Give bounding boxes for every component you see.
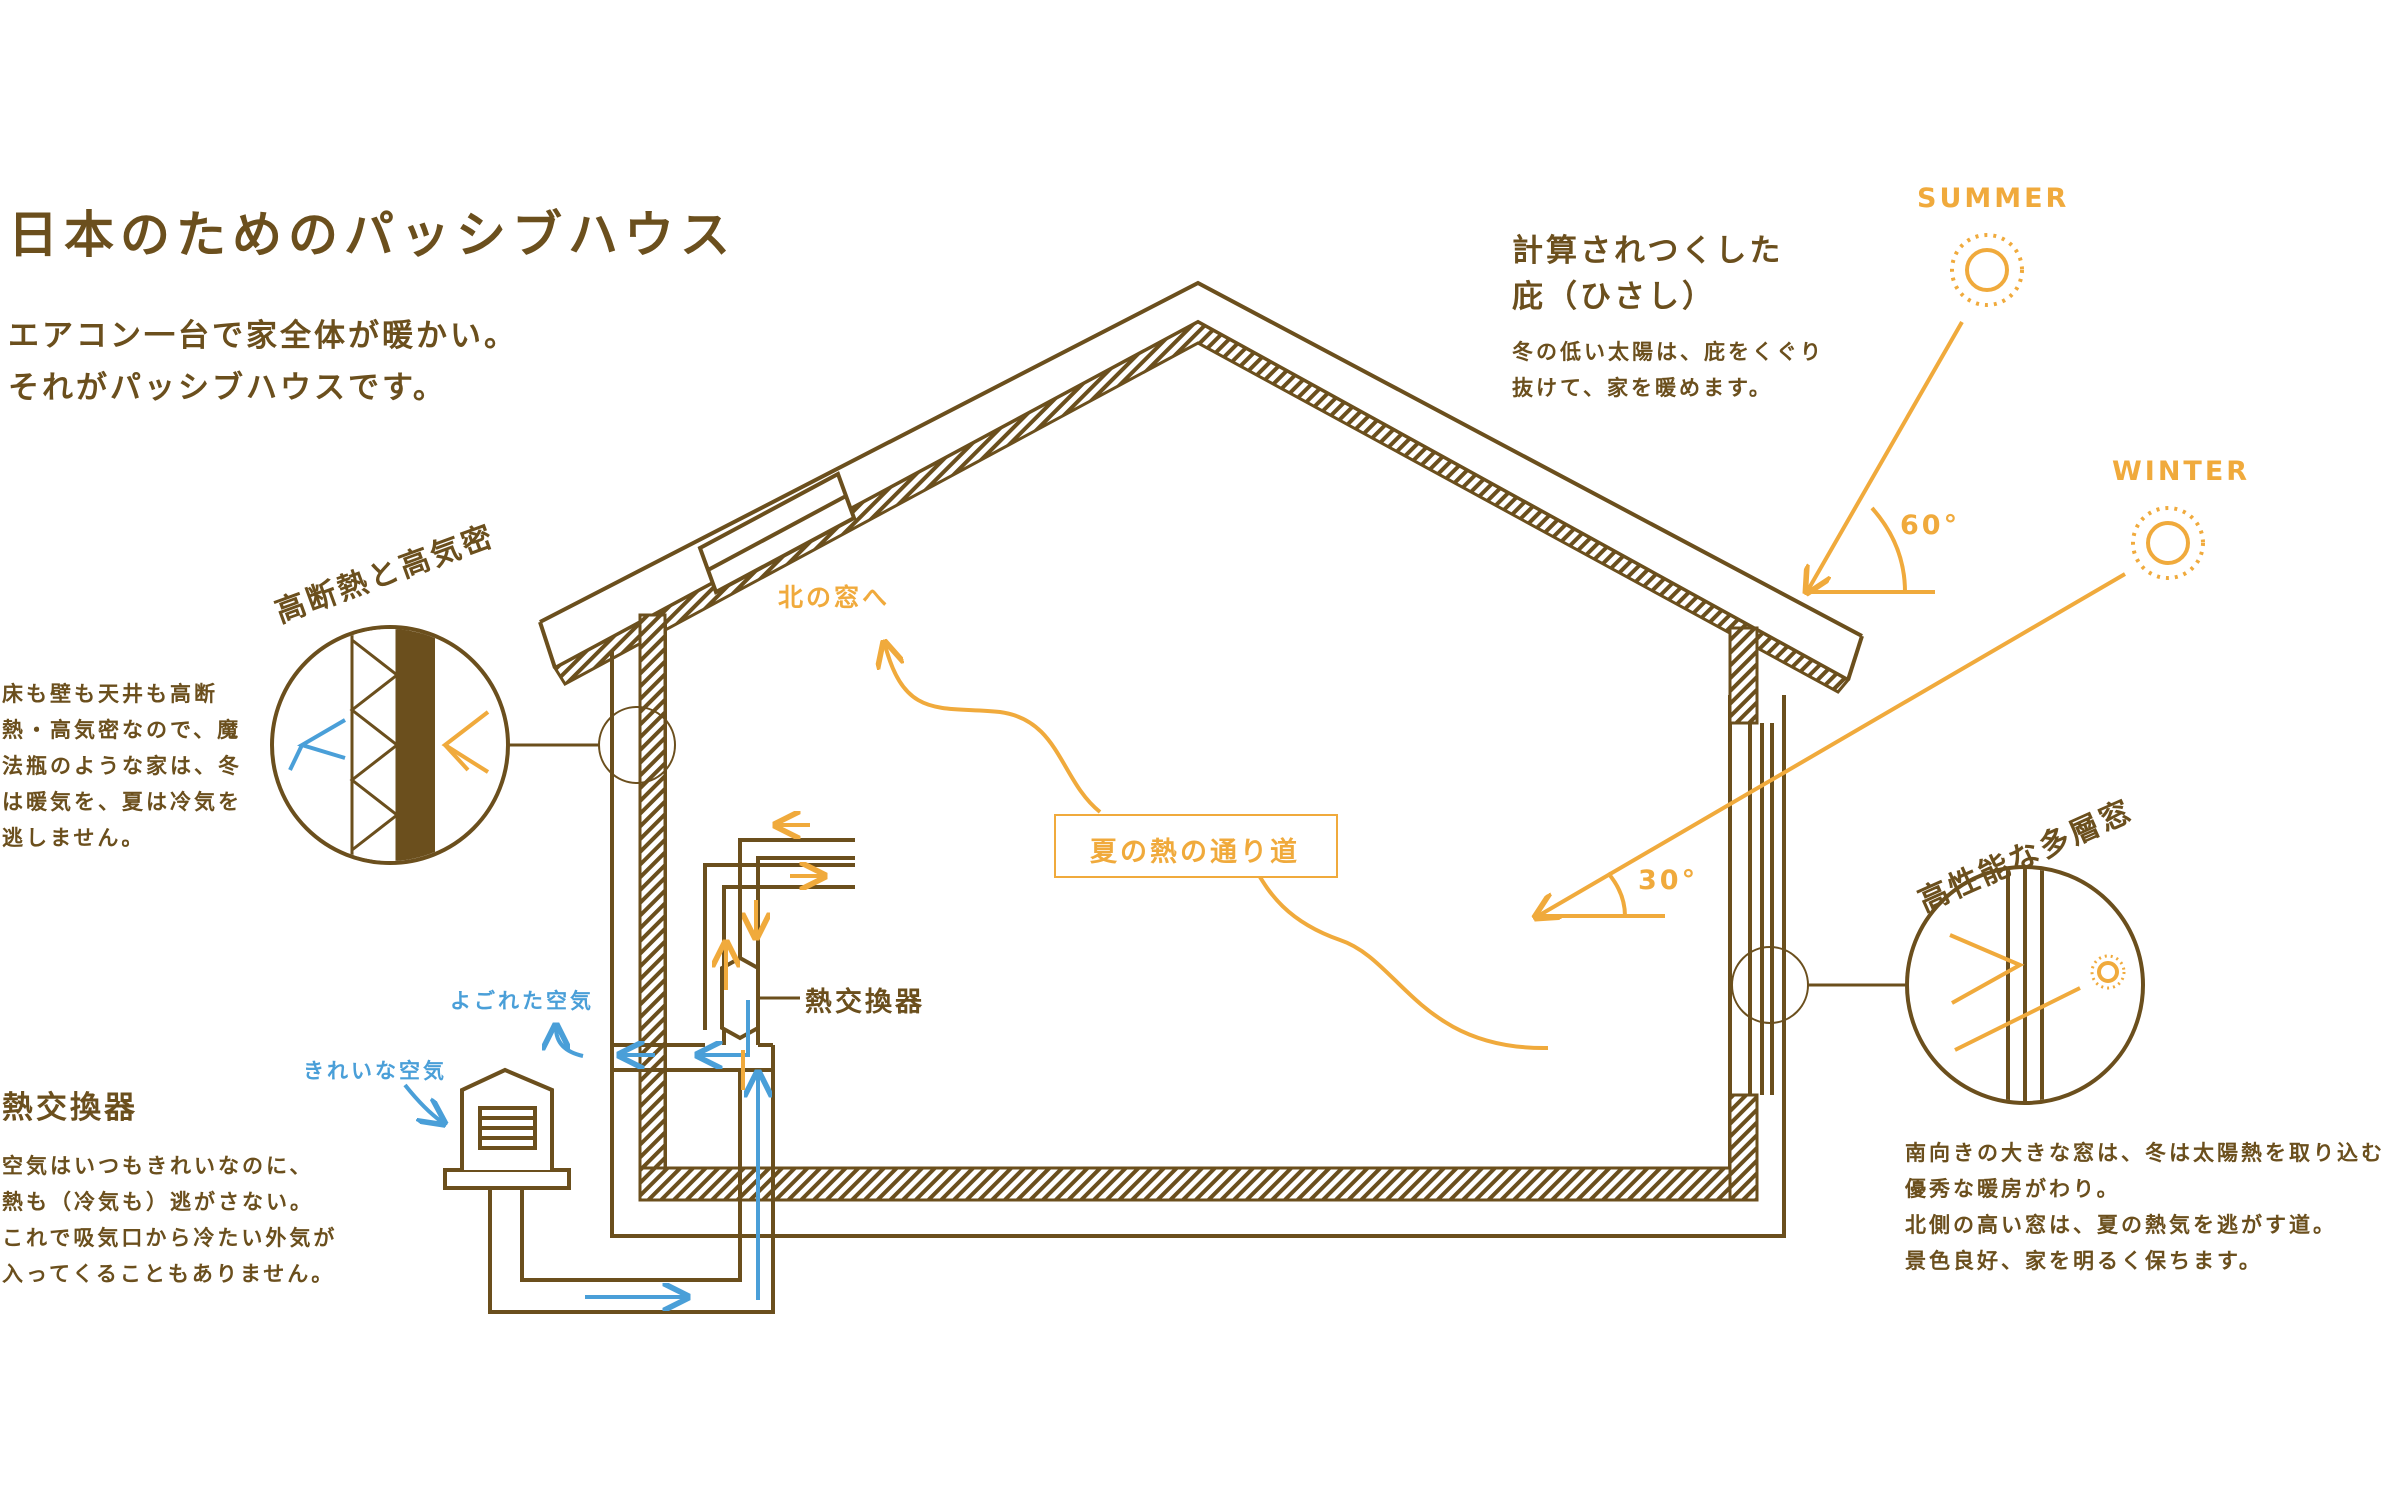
insulation-body-line-4: は暖気を、夏は冷気を — [2, 790, 242, 814]
summer-label: SUMMER — [1917, 183, 2070, 214]
right-wall-insulation-upper — [1728, 626, 1759, 725]
lead-text: エアコン一台で家全体が暖かい。それがパッシブハウスです。 — [8, 310, 518, 414]
floor-insulation — [638, 1166, 1759, 1202]
exchanger-body-line-1: 空気はいつもきれいなのに、 — [2, 1154, 314, 1178]
page-title: 日本のためのパッシブハウス — [8, 206, 736, 264]
exchanger-body: 空気はいつもきれいなのに、熱も（冷気も）逃がさない。これで吸気口から冷たい外気が… — [2, 1148, 337, 1292]
dirty-air-label: よごれた空気 — [450, 989, 594, 1013]
orange-duct-airflow — [726, 825, 822, 1090]
window-body-line-2: 優秀な暖房がわり。 — [1905, 1177, 2121, 1201]
south-window — [1748, 723, 1774, 1095]
window-detail — [1731, 865, 2145, 1105]
insulation-body-line-3: 法瓶のような家は、冬 — [2, 754, 242, 778]
right-wall-insulation-lower — [1728, 1093, 1759, 1202]
window-body-line-3: 北側の高い窓は、夏の熱気を逃がす道。 — [1905, 1213, 2337, 1237]
insulation-body: 床も壁も天井も高断熱・高気密なので、魔法瓶のような家は、冬は暖気を、夏は冷気を逃… — [2, 676, 242, 856]
outdoor-unit — [443, 1067, 571, 1190]
ventilation-ducts — [488, 838, 855, 1314]
lead-line-1: エアコン一台で家全体が暖かい。 — [8, 318, 518, 354]
roof-north-window — [697, 471, 857, 595]
heat-exchanger-label: 熱交換器 — [805, 987, 925, 1018]
eaves-body-line-1: 冬の低い太陽は、庇をくぐり — [1512, 340, 1824, 364]
clean-air-label: きれいな空気 — [303, 1059, 447, 1083]
eaves-title: 計算されつくした庇（ひさし） — [1512, 228, 1783, 320]
eaves-title-line-1: 計算されつくした — [1512, 233, 1784, 269]
window-body: 南向きの大きな窓は、冬は太陽熱を取り込む優秀な暖房がわり。北側の高い窓は、夏の熱… — [1905, 1135, 2385, 1279]
eaves-body-line-2: 抜けて、家を暖めます。 — [1512, 376, 1773, 400]
roof-insulation — [552, 320, 1851, 694]
eaves-body: 冬の低い太陽は、庇をくぐり抜けて、家を暖めます。 — [1512, 334, 1824, 406]
blue-airflow — [403, 1000, 758, 1300]
exchanger-body-line-4: 入ってくることもありません。 — [2, 1262, 336, 1286]
summer-angle: 60° — [1900, 510, 1961, 541]
window-body-line-4: 景色良好、家を明るく保ちます。 — [1905, 1249, 2263, 1273]
insulation-body-line-1: 床も壁も天井も高断 — [2, 682, 218, 706]
winter-sun-icon — [2131, 506, 2205, 580]
lead-line-2: それがパッシブハウスです。 — [8, 370, 447, 406]
exchanger-body-line-2: 熱も（冷気も）逃がさない。 — [2, 1190, 314, 1214]
insulation-body-line-5: 逃しません。 — [2, 826, 146, 850]
sun-rays — [1538, 321, 2127, 916]
summer-path-label: 夏の熱の通り道 — [1090, 837, 1300, 868]
insulation-detail — [270, 625, 676, 865]
winter-angle: 30° — [1638, 865, 1699, 896]
left-wall-insulation — [638, 613, 667, 1202]
house-walls — [610, 622, 1786, 1238]
north-window-label: 北の窓へ — [778, 583, 891, 612]
summer-path-label-box — [1054, 814, 1338, 878]
window-body-line-1: 南向きの大きな窓は、冬は太陽熱を取り込む — [1905, 1141, 2385, 1165]
exchanger-title: 熱交換器 — [2, 1090, 138, 1126]
summer-sun-icon — [1950, 233, 2024, 307]
eaves-title-line-2: 庇（ひさし） — [1512, 279, 1716, 315]
exchanger-body-line-3: これで吸気口から冷たい外気が — [2, 1226, 338, 1250]
winter-label: WINTER — [2112, 456, 2251, 487]
insulation-body-line-2: 熱・高気密なので、魔 — [2, 718, 242, 742]
